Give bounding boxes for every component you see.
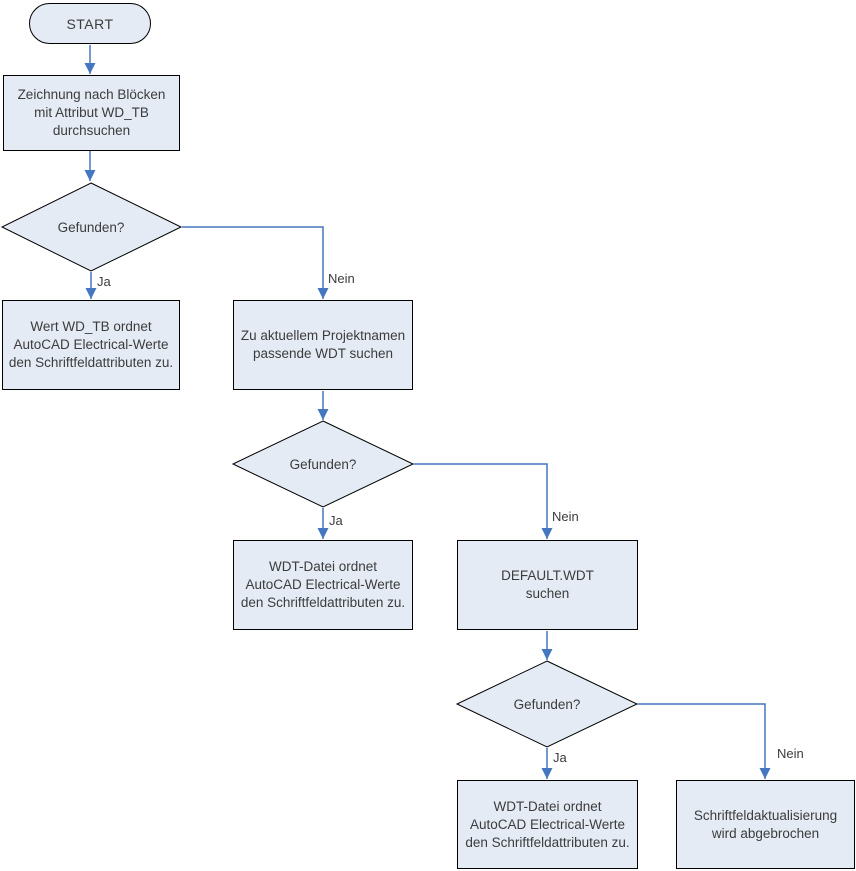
edge-label-nein-2: Nein xyxy=(552,509,579,524)
connector-decision2-nein xyxy=(413,463,553,539)
decision-1-label: Gefunden? xyxy=(57,219,125,235)
process-search-blocks: Zeichnung nach Blöcken mit Attribut WD_T… xyxy=(3,75,180,151)
process-wert-wd-tb: Wert WD_TB ordnet AutoCAD Electrical-Wer… xyxy=(2,300,180,390)
process-default-wdt: DEFAULT.WDT suchen xyxy=(457,540,638,630)
start-node: START xyxy=(29,3,151,44)
connector-decision3-nein xyxy=(637,703,771,779)
decision-diamond-3 xyxy=(455,660,639,748)
process-projekt-wdt: Zu aktuellem Projektnamen passende WDT s… xyxy=(233,300,413,390)
decision-3-label: Gefunden? xyxy=(513,696,581,712)
process-wdt-datei-2: WDT-Datei ordnet AutoCAD Electrical-Wert… xyxy=(457,780,638,869)
decision-diamond-2 xyxy=(231,420,415,508)
edge-label-nein-3: Nein xyxy=(777,746,804,761)
edge-label-ja-2: Ja xyxy=(329,513,343,528)
decision-diamond-1 xyxy=(0,182,183,272)
edge-label-ja-3: Ja xyxy=(553,750,567,765)
edge-label-ja-1: Ja xyxy=(97,274,111,289)
connector-decision1-nein xyxy=(182,226,329,299)
process-wdt-datei-1: WDT-Datei ordnet AutoCAD Electrical-Wert… xyxy=(233,540,413,630)
process-abbruch: Schriftfeldaktualisierung wird abgebroch… xyxy=(676,780,855,869)
edge-label-nein-1: Nein xyxy=(328,271,355,286)
decision-2-label: Gefunden? xyxy=(289,456,357,472)
